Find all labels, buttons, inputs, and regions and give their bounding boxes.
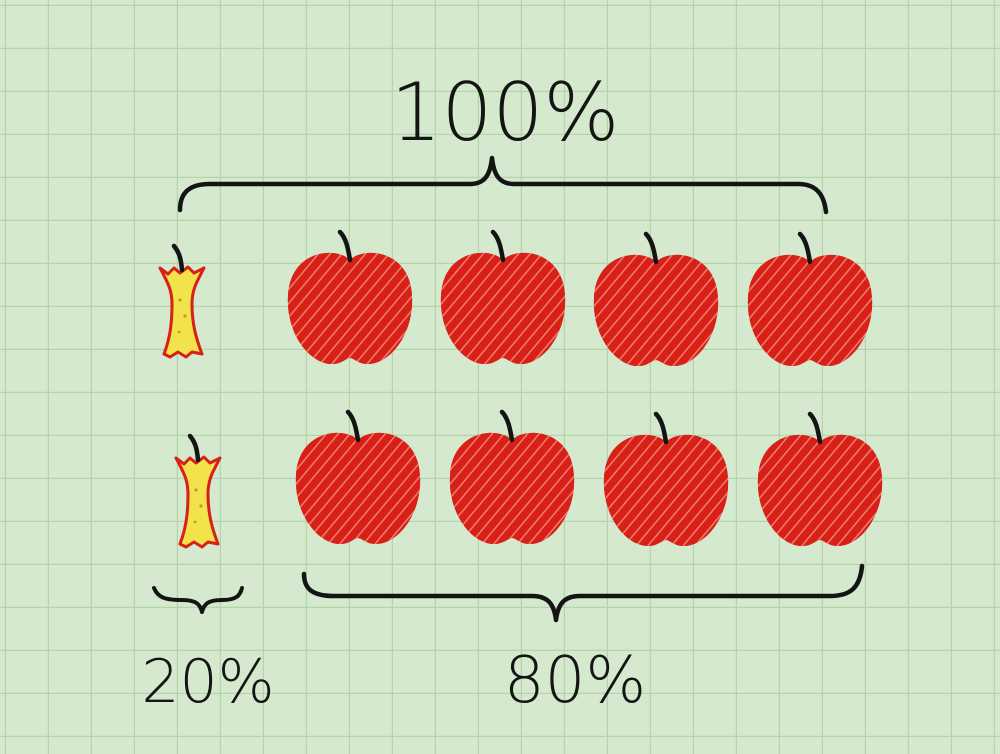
remaining-percentage-label: 80% bbox=[504, 644, 646, 718]
total-percentage-label: 100% bbox=[391, 66, 620, 159]
eaten-percentage-label: 20% bbox=[141, 647, 274, 717]
